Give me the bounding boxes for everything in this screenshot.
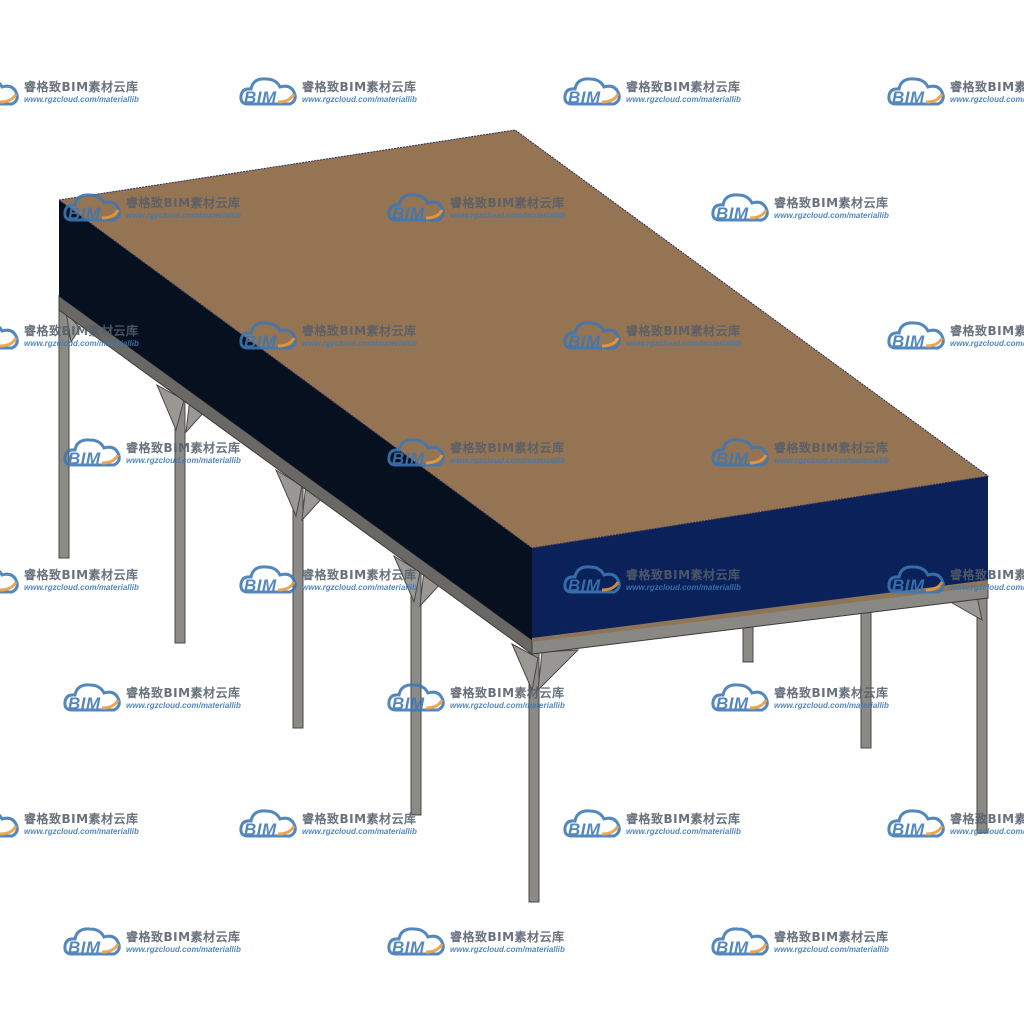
brace [274, 468, 303, 518]
underside-strip [532, 580, 988, 642]
column [58, 299, 70, 559]
column [860, 591, 872, 749]
column [976, 584, 988, 834]
brace [510, 642, 539, 692]
brace [537, 649, 580, 692]
fascia-right [532, 476, 988, 638]
perimeter-beams [58, 295, 989, 655]
brace [392, 554, 421, 604]
fascia-front [59, 200, 532, 640]
